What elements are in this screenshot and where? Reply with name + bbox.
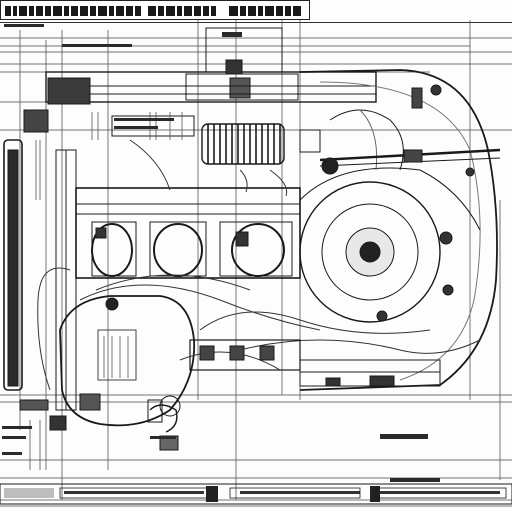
turbine-nacelle: [299, 69, 498, 391]
illegible-title-lettering: [5, 6, 301, 16]
dimension-ticks: [29, 112, 183, 470]
illegible-annotations: [2, 24, 440, 482]
crankcase-block: [75, 187, 301, 279]
detail-callouts: [19, 115, 321, 451]
upper-housing: [45, 27, 377, 105]
drive-shaft: [319, 148, 501, 175]
base-plate: [189, 339, 441, 387]
bottom-legend-strip: [0, 483, 512, 505]
left-frame: [3, 109, 77, 411]
finned-cylinder: [201, 123, 285, 165]
title-block: [0, 0, 310, 20]
piping: [37, 139, 481, 391]
header-rule: [0, 22, 512, 23]
pump-housing: [59, 295, 195, 427]
